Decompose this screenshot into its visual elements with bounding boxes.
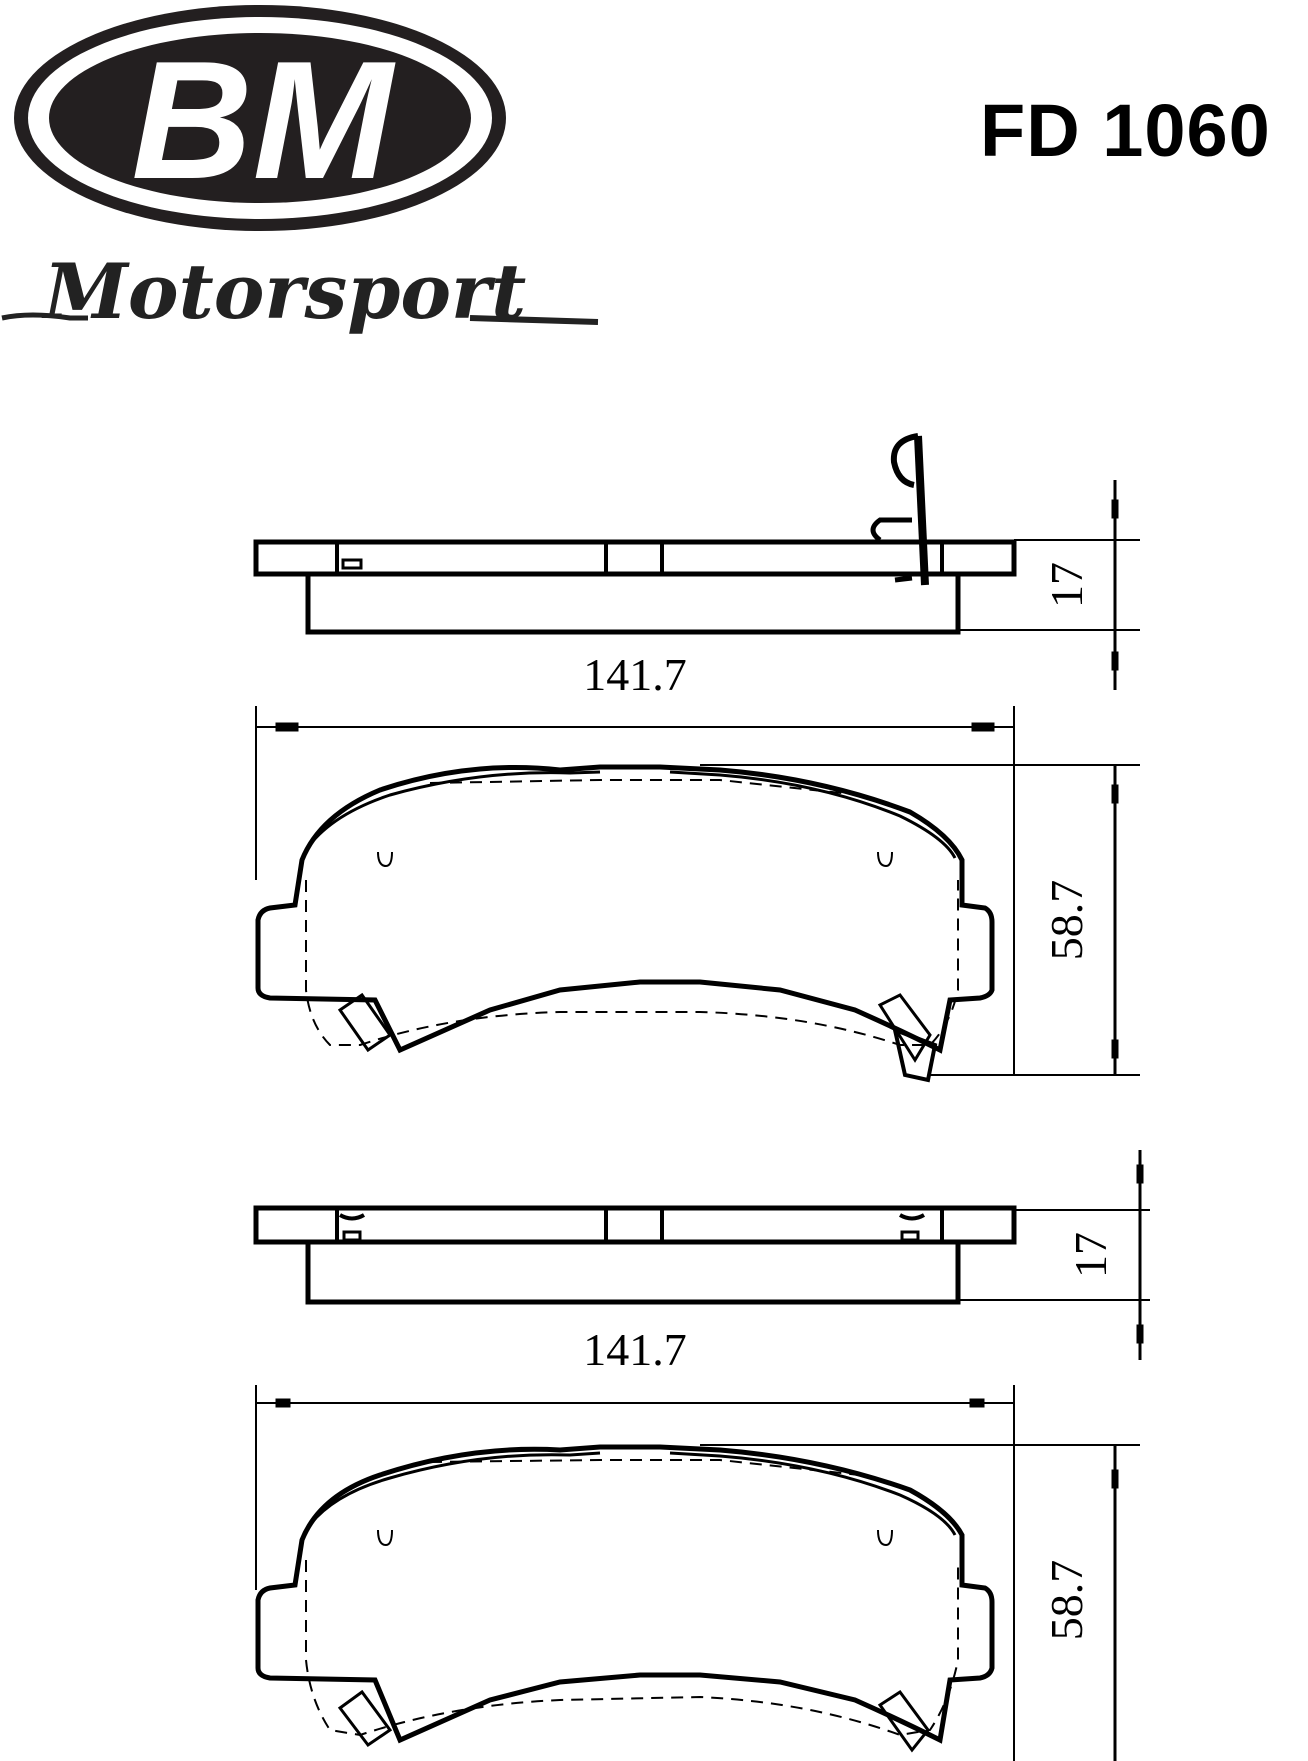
tagline-underline-left — [1, 312, 88, 321]
height-label: 58.7 — [1041, 1560, 1092, 1641]
brand-tagline: Motorsport — [41, 247, 526, 336]
pad-1-front-view: 58.7 — [255, 706, 1140, 1083]
pad-outline — [255, 764, 995, 1054]
wear-clip-loop — [890, 433, 919, 488]
width-label: 141.7 — [583, 1324, 687, 1375]
logo-inner-ellipse — [49, 33, 471, 203]
wear-clip-shaft — [914, 435, 929, 586]
brand-logo: BM Motorsport — [1, 5, 599, 336]
friction-material-outline — [305, 880, 959, 1046]
pad-2-front-view: 58.7 — [255, 1385, 1140, 1761]
thickness-label: 17 — [1041, 562, 1092, 608]
anti-squeal-clip-right — [877, 993, 932, 1063]
pad-outline — [255, 1444, 995, 1744]
tagline-underline-right — [469, 315, 599, 325]
anti-squeal-clip-right — [877, 1689, 930, 1753]
brand-initials: BM — [131, 26, 395, 214]
part-number: FD 1060 — [980, 89, 1271, 172]
width-label: 141.7 — [583, 649, 687, 700]
pad-2-side-view: 17 141.7 — [253, 1150, 1150, 1375]
friction-material-outline — [305, 1560, 959, 1737]
thickness-label: 17 — [1065, 1232, 1116, 1278]
anti-squeal-clip-left — [337, 992, 393, 1053]
pad-1-side-view: 17 141.7 — [253, 433, 1140, 700]
height-label: 58.7 — [1041, 880, 1092, 961]
anti-squeal-clip-left — [337, 1689, 393, 1748]
